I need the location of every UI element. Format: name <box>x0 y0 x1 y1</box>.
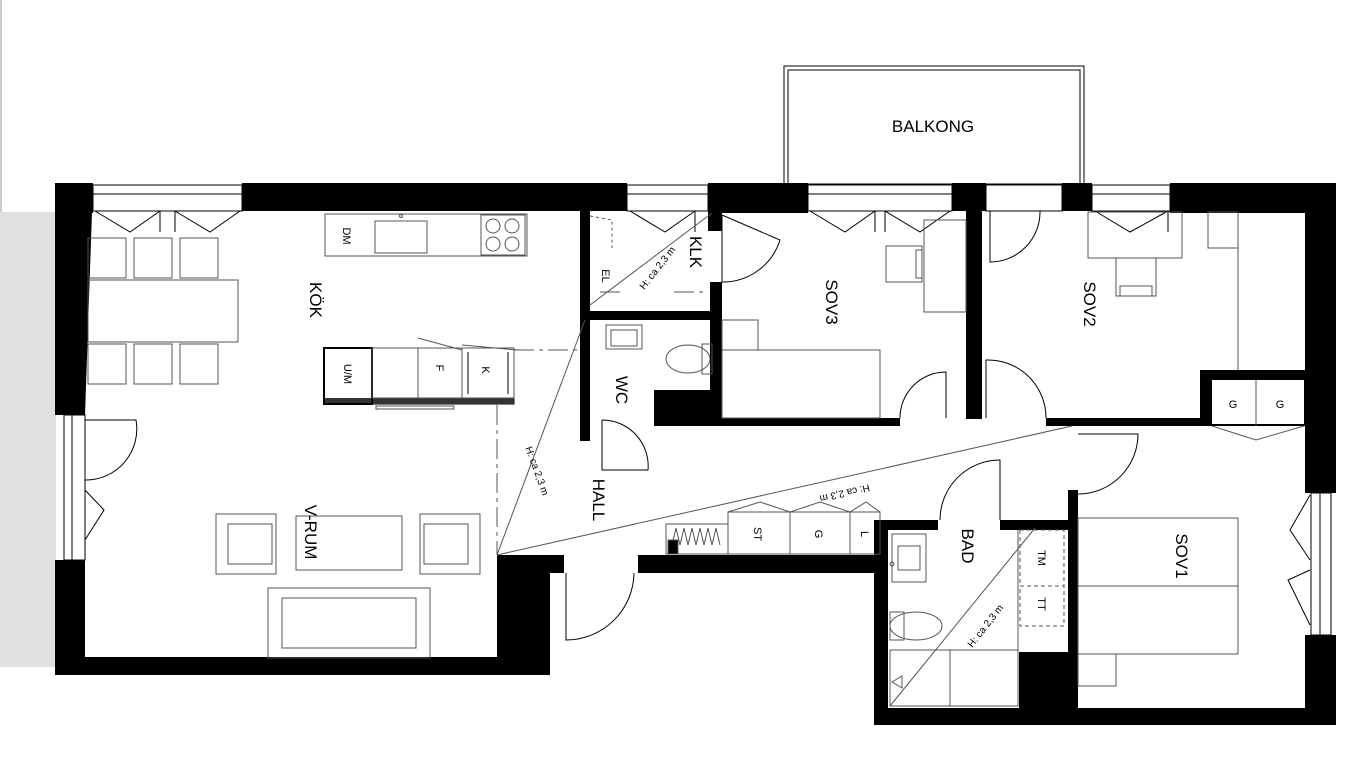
dining-table <box>87 237 239 385</box>
sov3-furniture <box>721 219 967 419</box>
doors <box>84 210 1139 641</box>
kitchen-counter <box>324 213 528 257</box>
bath-closet-wall <box>1030 658 1064 708</box>
fixture-g-hall: G <box>812 530 824 539</box>
fixture-dm: DM <box>340 227 352 244</box>
exterior-area <box>0 212 56 667</box>
room-vrum: V-RUM <box>301 505 320 560</box>
hall-closets <box>665 501 881 555</box>
room-bad: BAD <box>958 529 977 564</box>
windows <box>63 184 1332 636</box>
kitchen-island <box>323 337 582 410</box>
window-swings <box>84 210 1311 626</box>
fixture-k: K <box>479 366 491 374</box>
living-furniture <box>215 405 498 659</box>
balcony <box>783 65 1085 185</box>
hall-boundary <box>496 319 586 556</box>
wc-fixtures <box>605 324 713 375</box>
room-sov2: SOV2 <box>1080 281 1099 326</box>
room-wc: WC <box>612 376 631 404</box>
fixture-um: U/M <box>341 364 353 384</box>
exterior-walls <box>55 183 1336 725</box>
sov2-closets <box>1211 380 1305 441</box>
interior-walls <box>580 211 1306 530</box>
fixture-g-sov2-a: G <box>1229 399 1238 411</box>
room-hall: HALL <box>589 479 608 522</box>
sov2-furniture <box>1087 211 1239 370</box>
room-klk: KLK <box>686 236 705 269</box>
klk-details <box>589 212 713 306</box>
room-kok: KÖK <box>306 282 325 319</box>
room-balkong: BALKONG <box>892 117 974 136</box>
height-kok: H: ca 2,3 m <box>522 445 550 497</box>
room-sov3: SOV3 <box>822 279 841 324</box>
fixture-f: F <box>433 365 445 372</box>
bathroom-fixtures <box>889 527 1065 707</box>
fixture-st: ST <box>751 527 763 541</box>
fixture-g-sov2-b: G <box>1276 399 1285 411</box>
height-bad: H: ca 2,3 m <box>966 603 1006 650</box>
hall-boundary-2 <box>496 425 1073 556</box>
height-klk: H: ca 2,3 m <box>638 245 678 292</box>
fixture-el: EL <box>599 269 611 282</box>
room-sov1: SOV1 <box>1172 533 1191 578</box>
fixture-tm: TM <box>1035 550 1047 566</box>
height-hall: H: ca 2,3 m <box>818 481 870 503</box>
fixture-l: L <box>858 531 870 537</box>
fixture-tt: TT <box>1035 597 1047 611</box>
sov1-furniture <box>1077 517 1239 687</box>
